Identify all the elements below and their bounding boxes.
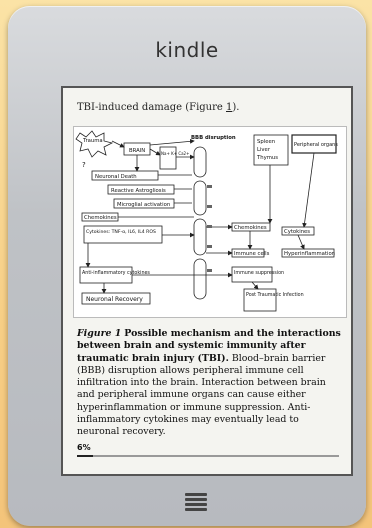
- spleen-box: [253, 134, 289, 166]
- figure-caption: Figure 1 Possible mechanism and the inte…: [77, 328, 341, 439]
- label-liver: Liver: [257, 147, 271, 153]
- kindle-device: kindle TBI-induced damage (Figure 1).: [8, 6, 366, 526]
- bbb-gap-4: [207, 245, 212, 248]
- bbb-gap-3: [207, 225, 212, 228]
- intro-prefix: TBI-induced damage (Figure: [77, 102, 226, 113]
- bbb-gap-2: [207, 205, 212, 208]
- label-astrogliosis: Reactive Astrogliosis: [111, 188, 166, 194]
- bbb-gap-5: [207, 269, 212, 272]
- caption-label: Figure 1: [77, 328, 122, 339]
- figure-link[interactable]: 1: [226, 102, 233, 113]
- label-trauma: Trauma: [82, 138, 103, 144]
- caption-title: Possible mechanism and the interactions …: [77, 328, 341, 364]
- label-post-traumatic: Post Traumatic Infection: [246, 292, 304, 298]
- label-thymus: Thymus: [256, 155, 278, 161]
- trauma-burst: [75, 130, 114, 158]
- post-traumatic-box: [243, 288, 277, 312]
- hamburger-menu-icon[interactable]: [185, 491, 209, 513]
- ions-box: [159, 146, 177, 170]
- figure-svg: Trauma BRAIN BBB disruption Na+ K+ Ca2+ …: [75, 130, 338, 312]
- label-hyperinflammation: Hyperinflammation: [284, 251, 335, 257]
- label-spleen: Spleen: [257, 139, 275, 145]
- astrogliosis-box: [107, 184, 175, 195]
- label-cytokines-left: Cytokines: TNF-α, IL6, IL4 ROS: [86, 229, 156, 235]
- label-chemokines-right: Chemokines: [234, 225, 267, 231]
- caption-body: Blood–brain barrier (BBB) disruption all…: [77, 352, 326, 438]
- intro-text: TBI-induced damage (Figure 1).: [77, 102, 239, 113]
- reading-progress-label: 6%: [77, 443, 91, 452]
- figure-1-diagram[interactable]: Trauma BRAIN BBB disruption Na+ K+ Ca2+ …: [73, 126, 347, 318]
- label-neuronal-recovery: Neuronal Recovery: [86, 296, 143, 303]
- bbb-vessel-2: [193, 180, 207, 216]
- microglial-box: [113, 198, 175, 209]
- bbb-gap-1: [207, 185, 212, 188]
- label-peripheral: Peripheral organs: [294, 142, 338, 148]
- neuronal-recovery-box: [81, 292, 151, 305]
- reading-progress-bar[interactable]: [77, 455, 339, 457]
- label-chemokines-left: Chemokines: [84, 215, 117, 221]
- label-immune-cells: Immune cells: [234, 251, 270, 257]
- label-question: ?: [82, 161, 86, 169]
- reading-progress-fill: [77, 455, 93, 457]
- cytokines-left-box: [83, 225, 163, 244]
- bbb-vessel-1: [193, 146, 207, 178]
- label-immune-suppression: Immune suppression: [234, 270, 284, 276]
- e-reader-screen[interactable]: TBI-induced damage (Figure 1).: [61, 86, 353, 476]
- kindle-logo: kindle: [155, 38, 219, 62]
- label-brain: BRAIN: [129, 148, 145, 154]
- neuronal-death-box: [91, 170, 159, 181]
- label-microglial: Microglial activation: [117, 202, 170, 208]
- bbb-vessel-4: [193, 258, 207, 300]
- label-bbb: BBB disruption: [191, 135, 236, 141]
- label-cytokines-right: Cytokines: [284, 229, 310, 235]
- label-anti-inflammatory: Anti-inflammatory cytokines: [82, 270, 150, 276]
- label-ions: Na+ K+ Ca2+: [161, 151, 189, 156]
- hyperinflammation-box: [281, 248, 335, 258]
- intro-suffix: ).: [232, 102, 240, 113]
- label-neuronal-death: Neuronal Death: [95, 174, 137, 180]
- bbb-vessel-3: [193, 218, 207, 256]
